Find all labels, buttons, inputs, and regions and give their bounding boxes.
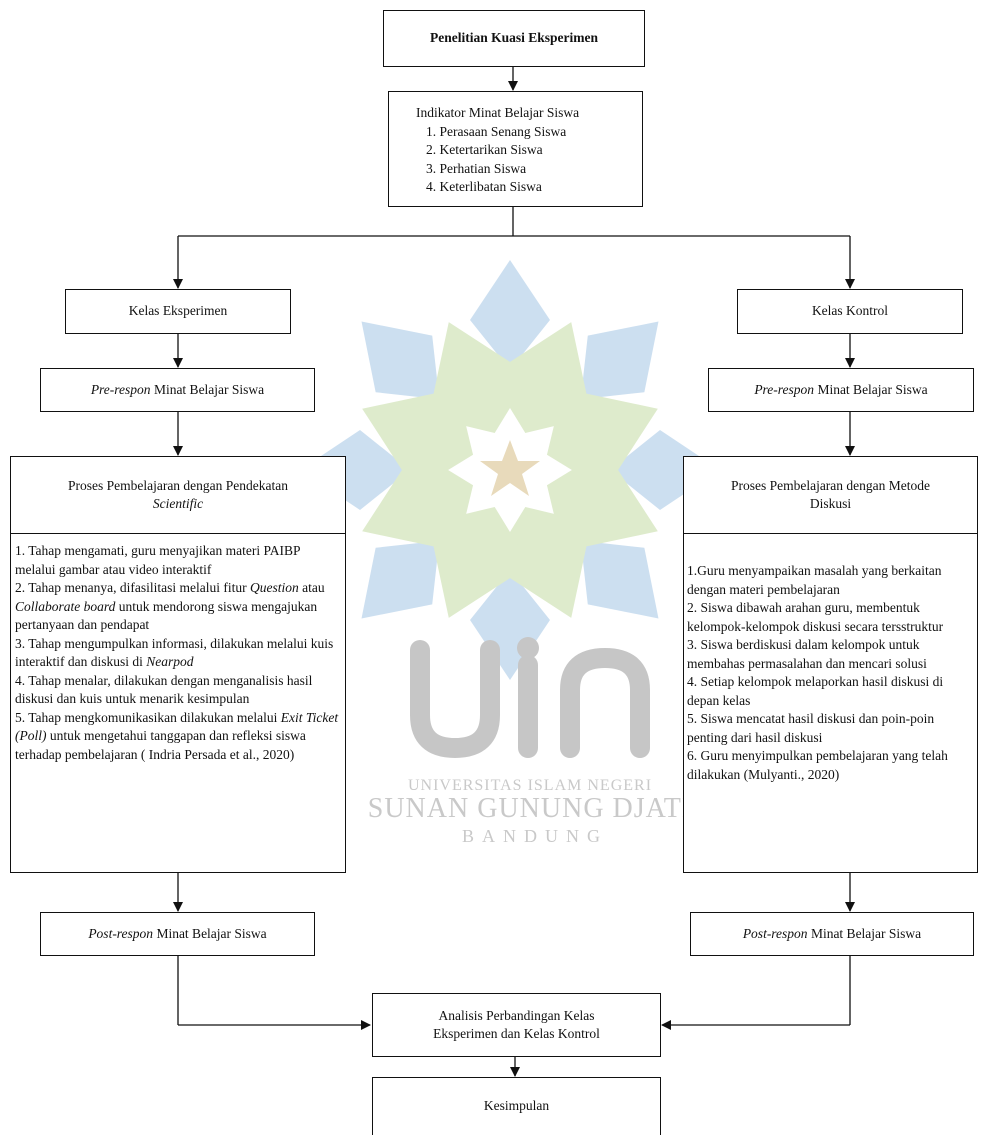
list-item: 2. Tahap menanya, difasilitasi melalui f… [15, 580, 325, 632]
right-process-header: Proses Pembelajaran dengan Metode Diskus… [684, 457, 977, 534]
watermark-line2: SUNAN GUNUNG DJATI [367, 793, 693, 824]
kelas-eksperimen-node: Kelas Eksperimen [65, 289, 291, 334]
watermark-line1: UNIVERSITAS ISLAM NEGERI [407, 777, 653, 794]
left-steps-list: 1. Tahap mengamati, guru menyajikan mate… [11, 534, 345, 764]
list-item: 3. Siswa berdiskusi dalam kelompok untuk… [687, 637, 927, 671]
left-process-subtitle: Scientific [152, 496, 204, 511]
list-item: 1. Tahap mengamati, guru menyajikan mate… [15, 543, 301, 577]
left-post-respon-rest: Minat Belajar Siswa [153, 925, 267, 941]
right-post-respon-node: Post-respon Minat Belajar Siswa [690, 912, 974, 956]
right-pre-respon-italic: Pre-respon [754, 381, 815, 397]
right-pre-respon-node: Pre-respon Minat Belajar Siswa [708, 368, 974, 412]
conclusion-node: Kesimpulan [372, 1077, 661, 1135]
right-steps-list: 1.Guru menyampaikan masalah yang berkait… [684, 534, 977, 784]
analysis-line1: Analisis Perbandingan Kelas [438, 1007, 595, 1023]
right-pre-respon-rest: Minat Belajar Siswa [814, 381, 928, 397]
left-pre-respon-node: Pre-respon Minat Belajar Siswa [40, 368, 315, 412]
list-item: 5. Siswa mencatat hasil diskusi dan poin… [687, 711, 935, 745]
left-post-respon-node: Post-respon Minat Belajar Siswa [40, 912, 315, 956]
right-process-node: Proses Pembelajaran dengan Metode Diskus… [683, 456, 978, 873]
right-process-title: Proses Pembelajaran dengan Metode [730, 477, 931, 493]
analysis-line2: Eksperimen dan Kelas Kontrol [433, 1026, 600, 1041]
left-post-respon-italic: Post-respon [88, 925, 154, 941]
left-pre-respon-rest: Minat Belajar Siswa [150, 381, 265, 397]
indicator-item: 4. Keterlibatan Siswa [426, 179, 542, 194]
left-pre-respon-italic: Pre-respon [90, 381, 151, 397]
list-item: 5. Tahap mengkomunikasikan dilakukan mel… [15, 709, 339, 762]
conclusion-label: Kesimpulan [483, 1098, 550, 1114]
kelas-kontrol-label: Kelas Kontrol [811, 303, 889, 319]
right-process-subtitle: Diskusi [809, 496, 852, 511]
indicator-item: 3. Perhatian Siswa [426, 160, 527, 176]
title-text: Penelitian Kuasi Eksperimen [429, 30, 598, 46]
list-item: 4. Tahap menalar, dilakukan dengan menga… [15, 672, 313, 707]
title-node: Penelitian Kuasi Eksperimen [383, 10, 645, 67]
left-process-header: Proses Pembelajaran dengan Pendekatan Sc… [11, 457, 345, 534]
indicator-item: 1. Perasaan Senang Siswa [426, 123, 567, 139]
indicator-node: Indikator Minat Belajar Siswa 1. Perasaa… [388, 91, 643, 207]
left-process-title: Proses Pembelajaran dengan Pendekatan [67, 477, 289, 493]
list-item: 3. Tahap mengumpulkan informasi, dilakuk… [15, 635, 334, 670]
indicator-heading: Indikator Minat Belajar Siswa [416, 105, 580, 120]
list-item: 6. Guru menyimpulkan pembelajaran yang t… [687, 748, 948, 782]
analysis-node: Analisis Perbandingan Kelas Eksperimen d… [372, 993, 661, 1057]
indicator-item: 2. Ketertarikan Siswa [426, 142, 543, 157]
left-process-node: Proses Pembelajaran dengan Pendekatan Sc… [10, 456, 346, 873]
list-item: 1.Guru menyampaikan masalah yang berkait… [687, 563, 942, 597]
right-post-respon-rest: Minat Belajar Siswa [807, 925, 922, 941]
right-post-respon-italic: Post-respon [742, 925, 808, 941]
list-item: 4. Setiap kelompok melaporkan hasil disk… [687, 674, 944, 708]
watermark-line3: BANDUNG [462, 826, 608, 846]
list-item: 2. Siswa dibawah arahan guru, membentuk … [687, 600, 944, 634]
kelas-eksperimen-label: Kelas Eksperimen [128, 303, 228, 319]
kelas-kontrol-node: Kelas Kontrol [737, 289, 963, 334]
